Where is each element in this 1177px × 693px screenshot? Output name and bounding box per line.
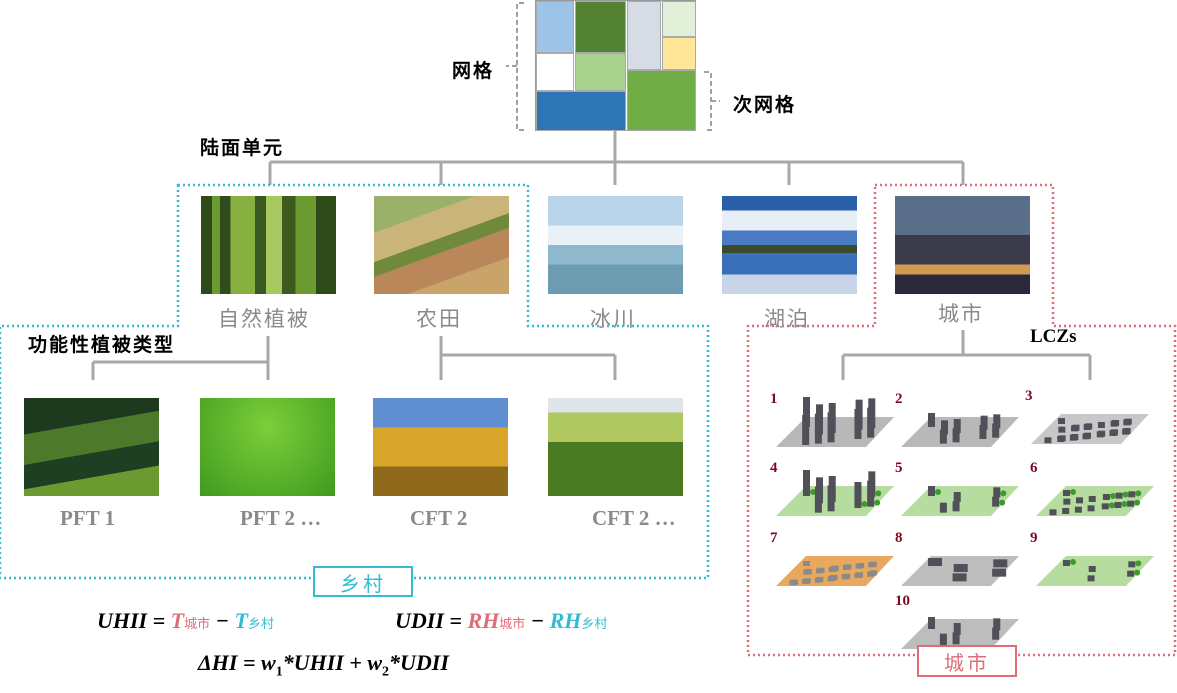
uhii-lhs: UHII bbox=[97, 608, 148, 633]
glacier-photo bbox=[548, 196, 683, 294]
lcz-number: 5 bbox=[895, 460, 903, 476]
cropland-photo bbox=[374, 196, 509, 294]
lcz-number: 4 bbox=[770, 460, 778, 476]
lcz-3-illustration bbox=[1031, 414, 1149, 444]
land-unit-city: 城市 bbox=[938, 302, 984, 326]
dhi-part3: *UDII bbox=[389, 650, 449, 675]
city-photo bbox=[895, 196, 1030, 294]
cft-wheat-photo bbox=[373, 398, 508, 496]
lcz-number: 9 bbox=[1030, 530, 1038, 546]
rural-subscript: 乡村 bbox=[247, 617, 274, 632]
w2-subscript: 2 bbox=[382, 664, 390, 680]
minus: − bbox=[210, 608, 235, 633]
delta-hi-formula: ΔHI = w1*UHII + w2*UDII bbox=[198, 650, 449, 680]
urban-subscript: 城市 bbox=[184, 617, 211, 632]
pft2-label: PFT 2 … bbox=[240, 506, 322, 530]
lcz-10-illustration bbox=[901, 617, 1019, 649]
t-rural: T bbox=[234, 608, 248, 633]
land-unit-glacier: 冰川 bbox=[590, 307, 636, 331]
equals: = bbox=[443, 608, 468, 633]
lcz-number: 7 bbox=[770, 530, 778, 546]
lcz-4-illustration bbox=[776, 470, 894, 516]
rh-urban: RH bbox=[467, 608, 500, 633]
land-unit-label: 陆面单元 bbox=[200, 137, 285, 159]
lcz-2-illustration bbox=[901, 413, 1019, 447]
dhi-part2: *UHII + w bbox=[282, 650, 383, 675]
land-unit-natural-vegetation: 自然植被 bbox=[218, 307, 310, 331]
lcz-9-illustration bbox=[1036, 556, 1154, 586]
w1-subscript: 1 bbox=[275, 664, 283, 680]
lcz-number: 6 bbox=[1030, 460, 1038, 476]
rural-box: 乡村 bbox=[313, 566, 413, 597]
lcz-5-illustration bbox=[901, 486, 1019, 516]
grid-image bbox=[535, 0, 696, 131]
minus: − bbox=[525, 608, 550, 633]
lcz-number: 1 bbox=[770, 391, 778, 407]
t-urban: T bbox=[170, 608, 185, 633]
pft1-forest-photo bbox=[24, 398, 159, 496]
lake-photo bbox=[722, 196, 857, 294]
rural-label: 乡村 bbox=[340, 572, 386, 596]
lcz-8-illustration bbox=[901, 556, 1019, 586]
lcz-7-illustration bbox=[776, 556, 894, 586]
lcz-number: 2 bbox=[895, 391, 903, 407]
urban-subscript: 城市 bbox=[499, 617, 526, 632]
udii-formula: UDII = RH城市 − RH乡村 bbox=[395, 608, 607, 634]
lcz-1-illustration bbox=[776, 397, 894, 447]
natural-vegetation-photo bbox=[201, 196, 336, 294]
equals: = bbox=[147, 608, 171, 633]
pft1-label: PFT 1 bbox=[60, 506, 116, 530]
grid-label: 网格 bbox=[452, 60, 495, 82]
cft2-label: CFT 2 bbox=[410, 506, 468, 530]
uhii-formula: UHII = T城市 − T乡村 bbox=[97, 608, 274, 634]
udii-lhs: UDII bbox=[395, 608, 444, 633]
cft2-more-label: CFT 2 … bbox=[592, 506, 676, 530]
cft-corn-photo bbox=[548, 398, 683, 496]
lcz-number: 10 bbox=[895, 593, 910, 609]
land-unit-cropland: 农田 bbox=[416, 307, 462, 331]
urban-box: 城市 bbox=[917, 645, 1017, 677]
lcz-number: 8 bbox=[895, 530, 903, 546]
subgrid-label: 次网格 bbox=[733, 94, 797, 116]
land-unit-lake: 湖泊 bbox=[764, 307, 810, 331]
rh-rural: RH bbox=[549, 608, 582, 633]
lcz-6-illustration bbox=[1036, 486, 1154, 516]
dhi-part1: ΔHI = w bbox=[198, 650, 276, 675]
lczs-label: LCZs bbox=[1030, 326, 1077, 347]
urban-label: 城市 bbox=[944, 651, 990, 675]
rural-subscript: 乡村 bbox=[581, 617, 608, 632]
lcz-number: 3 bbox=[1025, 388, 1033, 404]
pft-label: 功能性植被类型 bbox=[28, 334, 176, 356]
pft2-grass-photo bbox=[200, 398, 335, 496]
